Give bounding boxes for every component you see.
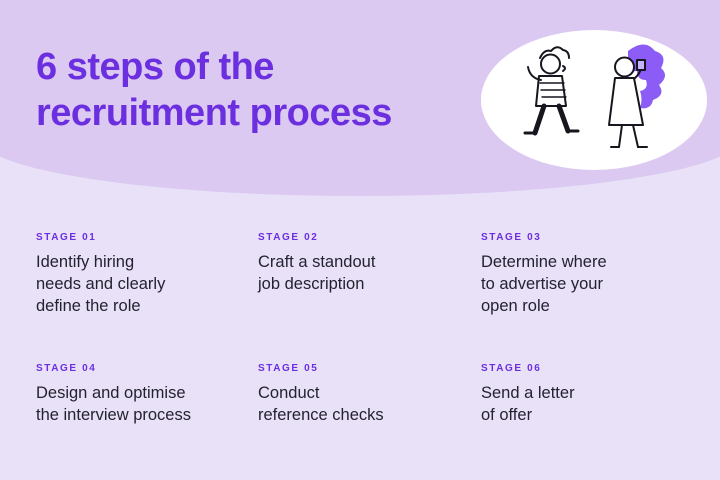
stage-text: Identify hiring needs and clearly define… bbox=[36, 253, 166, 315]
stage-label: STAGE 03 bbox=[481, 232, 542, 243]
stage-card-2: STAGE 02 Craft a standout job descriptio… bbox=[258, 232, 481, 317]
stage-text: Craft a standout job description bbox=[258, 253, 376, 293]
stage-text: Conduct reference checks bbox=[258, 384, 384, 425]
hero-illustration bbox=[478, 26, 710, 174]
stage-text: Send a letter of offer bbox=[481, 384, 575, 425]
stages-grid: STAGE 01 Identify hiring needs and clear… bbox=[0, 196, 720, 427]
page-title: 6 steps of the recruitment process bbox=[36, 46, 392, 135]
stage-card-6: STAGE 06 Send a letter of offer bbox=[481, 363, 703, 427]
people-illustration bbox=[481, 30, 707, 170]
hero-banner: 6 steps of the recruitment process bbox=[0, 0, 720, 196]
stage-label: STAGE 04 bbox=[36, 363, 97, 375]
stage-label: STAGE 02 bbox=[258, 232, 319, 243]
stage-text: Design and optimise the interview proces… bbox=[36, 384, 191, 425]
stage-card-5: STAGE 05 Conduct reference checks bbox=[258, 363, 481, 427]
stage-label: STAGE 01 bbox=[36, 232, 97, 243]
stage-card-1: STAGE 01 Identify hiring needs and clear… bbox=[36, 232, 258, 317]
stage-card-4: STAGE 04 Design and optimise the intervi… bbox=[36, 363, 258, 427]
stage-text: Determine where to advertise your open r… bbox=[481, 253, 607, 315]
stage-label: STAGE 06 bbox=[481, 363, 542, 375]
infographic-page: 6 steps of the recruitment process bbox=[0, 0, 720, 427]
stage-card-3: STAGE 03 Determine where to advertise yo… bbox=[481, 232, 703, 317]
stage-label: STAGE 05 bbox=[258, 363, 319, 375]
